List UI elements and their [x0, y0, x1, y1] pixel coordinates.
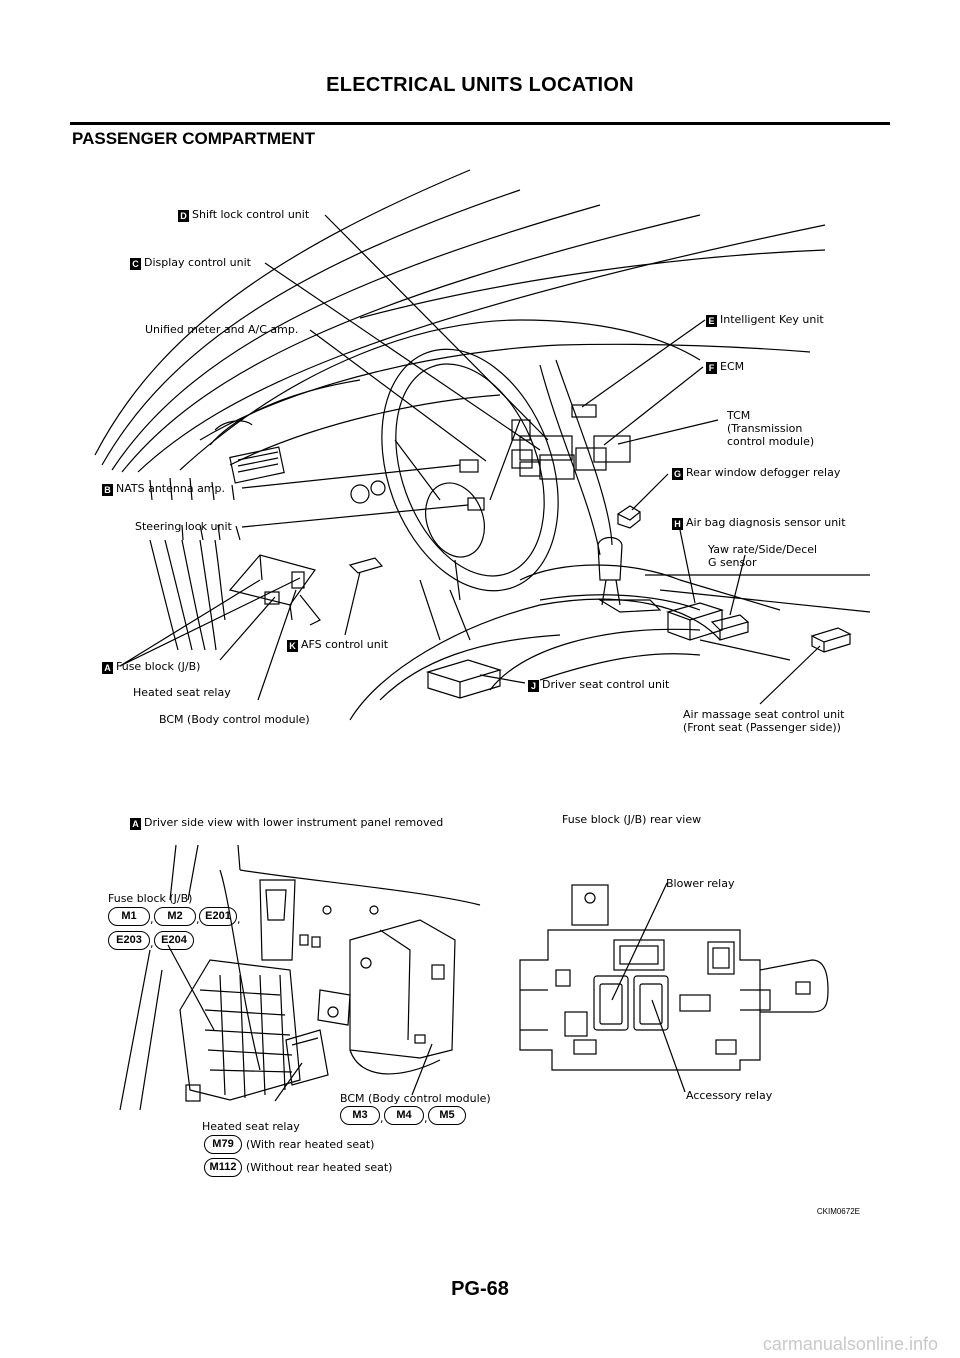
label-air-massage-line1: Air massage seat control unit [683, 708, 845, 721]
label-air-massage-seat-control-unit: Air massage seat control unit (Front sea… [683, 708, 845, 734]
label-tcm-line1: TCM [727, 409, 751, 422]
comma: , [237, 913, 241, 926]
connector-m5: M5 [428, 1106, 466, 1125]
connector-e203: E203 [108, 931, 150, 950]
connector-e204: E204 [154, 931, 194, 950]
label-fuse-block-text: Fuse block (J/B) [116, 660, 201, 673]
label-rear-defogger-text: Rear window defogger relay [686, 466, 841, 479]
detail-bcm-label: BCM (Body control module) [340, 1092, 491, 1105]
label-heated-seat-relay: Heated seat relay [133, 686, 231, 699]
detail-fuse-block-label: Fuse block (J/B) [108, 892, 193, 905]
badge-a: A [102, 662, 113, 674]
connector-m112: M112 [204, 1158, 242, 1177]
label-afs-text: AFS control unit [301, 638, 389, 651]
connector-m4: M4 [384, 1106, 424, 1125]
badge-a-detail: A [130, 818, 141, 830]
badge-b: B [102, 484, 113, 496]
label-bcm: BCM (Body control module) [159, 713, 310, 726]
connector-m3: M3 [340, 1106, 380, 1125]
badge-e: E [706, 315, 717, 327]
badge-c: C [130, 258, 141, 270]
note-without-rear-heated-seat: (Without rear heated seat) [246, 1161, 393, 1174]
label-tcm-line3: control module) [727, 435, 815, 448]
label-intelligent-key-text: Intelligent Key unit [720, 313, 824, 326]
label-tcm-line2: (Transmission [727, 422, 803, 435]
label-air-massage-line2: (Front seat (Passenger side)) [683, 721, 841, 734]
label-driver-seat-text: Driver seat control unit [542, 678, 670, 691]
label-airbag-text: Air bag diagnosis sensor unit [686, 516, 846, 529]
detail-left-title-text: Driver side view with lower instrument p… [144, 816, 444, 829]
connector-m1: M1 [108, 907, 150, 926]
figure-reference-code: CKIM0672E [816, 1207, 860, 1216]
comma: , [150, 913, 154, 926]
badge-d: D [178, 210, 189, 222]
label-tcm: TCM (Transmission control module) [727, 409, 814, 448]
badge-j: J [528, 680, 539, 692]
badge-h: H [672, 518, 683, 530]
label-accessory-relay: Accessory relay [686, 1089, 773, 1102]
label-yaw-rate-sensor: Yaw rate/Side/Decel G sensor [708, 543, 817, 569]
label-steering-lock-unit: Steering lock unit [135, 520, 232, 533]
label-blower-relay: Blower relay [666, 877, 735, 890]
comma: , [196, 913, 200, 926]
connector-m2: M2 [154, 907, 196, 926]
watermark: carmanualsonline.info [762, 1334, 938, 1354]
detail-heated-seat-label: Heated seat relay [202, 1120, 300, 1133]
label-yaw-line2: G sensor [708, 556, 757, 569]
label-shift-lock-text: Shift lock control unit [192, 208, 310, 221]
label-yaw-line1: Yaw rate/Side/Decel [708, 543, 818, 556]
comma: , [424, 1112, 428, 1125]
badge-k: K [287, 640, 298, 652]
page-number: PG-68 [451, 1278, 509, 1300]
badge-g: G [672, 468, 683, 480]
connector-m79: M79 [204, 1135, 242, 1154]
note-with-rear-heated-seat: (With rear heated seat) [246, 1138, 375, 1151]
label-unified-meter: Unified meter and A/C amp. [145, 323, 299, 336]
label-ecm-text: ECM [720, 360, 745, 373]
header-rule [70, 122, 890, 125]
label-nats-text: NATS antenna amp. [116, 482, 226, 495]
connector-e201: E201 [199, 907, 237, 926]
comma: , [380, 1112, 384, 1125]
page-title: ELECTRICAL UNITS LOCATION [326, 74, 634, 96]
label-display-text: Display control unit [144, 256, 251, 269]
comma: , [150, 937, 154, 950]
detail-right-title: Fuse block (J/B) rear view [562, 813, 702, 826]
badge-f: F [706, 362, 717, 374]
section-title: PASSENGER COMPARTMENT [72, 129, 316, 148]
